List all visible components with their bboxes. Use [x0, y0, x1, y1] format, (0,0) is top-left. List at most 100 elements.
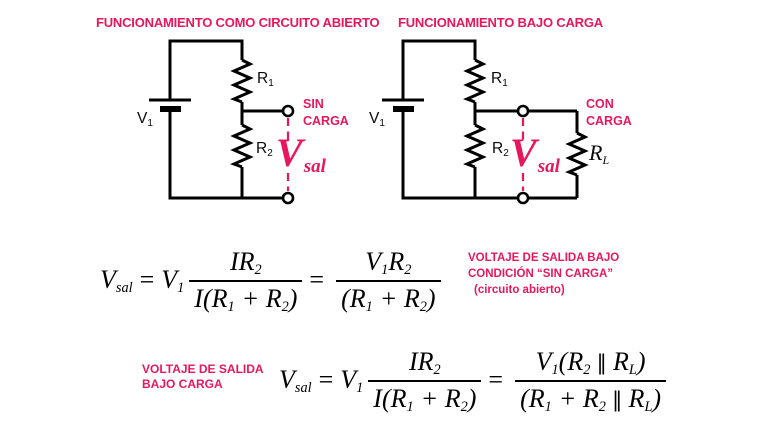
- open-circuit-diagram-wires: [149, 39, 295, 205]
- eq-token: 1: [227, 299, 235, 316]
- label-sub: sal: [303, 156, 326, 177]
- equals-sign: =: [139, 265, 155, 295]
- caption-line: VOLTAJE DE SALIDA: [142, 362, 264, 376]
- eq-token: 1: [406, 399, 414, 416]
- open-circuit-title: FUNCIONAMIENTO COMO CIRCUITO ABIERTO: [96, 15, 380, 30]
- eq-token: IR: [230, 247, 255, 276]
- eq-token: V: [161, 265, 178, 295]
- eq-token: (R: [520, 384, 545, 414]
- resistor-rl-symbol: [565, 131, 589, 177]
- eq-token: V: [340, 365, 357, 395]
- formula-no-load: Vsal = V1 IR2 I(R1+ R2) = V1R2 (R1+ R2): [100, 247, 441, 316]
- numerator: IR2: [404, 347, 446, 377]
- v1-term: V1: [340, 365, 364, 397]
- eq-token: 1: [544, 399, 552, 416]
- open-terminal-top: [281, 104, 295, 118]
- wire-bottom-left: [168, 109, 283, 200]
- resistor-r1-symbol: [463, 58, 487, 104]
- vout-label-loaded: Vsal: [510, 133, 560, 177]
- parallel-operator: ∥: [611, 388, 623, 414]
- resistor-r2-label: R2: [256, 141, 273, 159]
- eq-token: 2: [433, 362, 441, 378]
- label-sub: sal: [537, 156, 560, 177]
- loaded-condition-tag: CON CARGA: [586, 96, 632, 130]
- eq-token: ): [652, 384, 662, 414]
- fraction-bar: [336, 279, 441, 283]
- resistor-r1-symbol: [230, 58, 254, 104]
- label-base: R: [257, 70, 269, 87]
- eq-token: + R: [379, 284, 420, 314]
- label-base: R: [589, 140, 603, 165]
- label-sub: 2: [503, 148, 509, 159]
- eq-token: 1: [365, 299, 373, 316]
- no-load-condition-tag: SIN CARGA: [303, 96, 349, 130]
- eq-token: I(R: [373, 384, 407, 414]
- loaded-formula-label: VOLTAJE DE SALIDA BAJO CARGA: [142, 362, 264, 392]
- eq-token: ): [288, 284, 298, 314]
- equals-sign: =: [488, 365, 504, 395]
- label-base: V: [369, 110, 380, 127]
- caption-line: BAJO CARGA: [142, 377, 223, 391]
- wire-top-left: [401, 39, 477, 99]
- fraction: V1(R2∥RL) (R1+ R2∥RL): [515, 347, 667, 416]
- label-base: R: [492, 140, 504, 157]
- eq-token: ): [636, 347, 646, 376]
- eq-token: 2: [583, 362, 591, 378]
- battery-v1-label: V1: [369, 111, 385, 129]
- equals-sign: =: [309, 265, 325, 295]
- loaded-circuit-title: FUNCIONAMIENTO BAJO CARGA: [398, 15, 603, 30]
- eq-token: R: [388, 247, 405, 276]
- resistor-r1-label: R1: [491, 71, 508, 89]
- fraction: IR2 I(R1+ R2): [189, 247, 303, 315]
- eq-token: sal: [115, 280, 133, 297]
- eq-token: L: [628, 362, 637, 378]
- wire-top-left: [168, 39, 244, 99]
- eq-token: 1: [381, 262, 389, 278]
- caption-line: VOLTAJE DE SALIDA BAJO: [468, 252, 620, 264]
- eq-token: V: [535, 347, 552, 376]
- eq-token: ): [467, 384, 477, 414]
- fraction: V1R2 (R1+ R2): [336, 247, 441, 316]
- formula-loaded: Vsal = V1 IR2 I(R1+ R2) = V1(R2∥RL) (R1+…: [279, 347, 667, 416]
- eq-token: L: [644, 399, 653, 416]
- caption-line: (circuito abierto): [474, 284, 565, 296]
- eq-token: V: [365, 247, 382, 276]
- vsal-term: Vsal: [100, 265, 133, 297]
- eq-token: + R: [241, 284, 282, 314]
- label-sub: 1: [147, 118, 153, 129]
- numerator: V1R2: [360, 247, 416, 277]
- eq-token: R: [613, 347, 629, 376]
- fraction: IR2 I(R1 + R 2): [368, 347, 482, 415]
- label-base: V: [276, 130, 303, 175]
- eq-token: + R: [558, 384, 599, 414]
- resistor-r2-symbol: [230, 123, 254, 169]
- open-terminal-bottom: [281, 191, 295, 205]
- condition-line: CON: [586, 97, 614, 111]
- fraction-bar: [515, 379, 667, 383]
- numerator: V1(R2∥RL): [531, 347, 651, 377]
- resistor-r2-symbol: [463, 123, 487, 169]
- denominator: I(R1+ R2): [189, 284, 302, 314]
- eq-token: R: [628, 384, 645, 414]
- label-base: R: [491, 70, 503, 87]
- resistor-r2-label: R2: [492, 141, 509, 159]
- node-terminal-bottom: [516, 191, 530, 205]
- eq-token: 2: [419, 299, 427, 316]
- eq-token: V: [100, 265, 116, 295]
- eq-token: 2: [254, 262, 262, 278]
- eq-token: (R: [558, 347, 584, 376]
- numerator: IR2: [225, 247, 267, 277]
- denominator: I(R1+ R2): [368, 384, 481, 414]
- eq-token: 1: [356, 380, 364, 397]
- label-sub: 1: [268, 78, 274, 89]
- fraction-bar: [189, 279, 303, 283]
- label-sub: L: [602, 153, 610, 167]
- eq-token: + R: [420, 384, 461, 414]
- eq-token: IR: [409, 347, 434, 376]
- eq-token: 1: [551, 362, 559, 378]
- eq-token: 2: [404, 262, 412, 278]
- eq-token: (R: [341, 284, 366, 314]
- loaded-circuit-diagram-wires: [382, 39, 589, 205]
